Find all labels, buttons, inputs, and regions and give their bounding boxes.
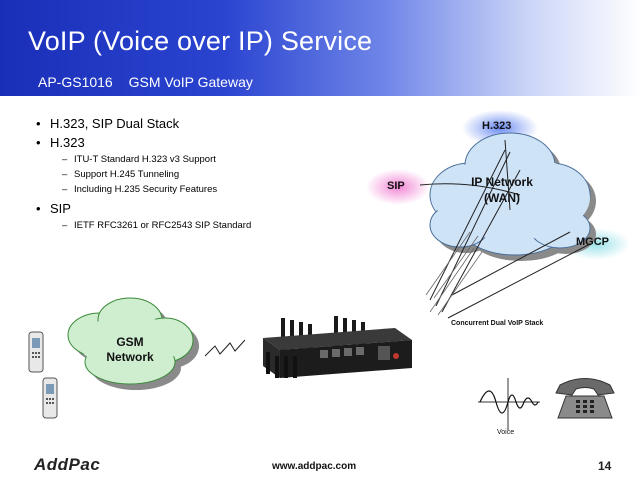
h323-label: H.323 bbox=[482, 120, 512, 132]
sub-bullet-item: –Support H.245 Tunneling bbox=[62, 169, 180, 180]
slide-subtitle: AP-GS1016 GSM VoIP Gateway bbox=[38, 74, 265, 90]
footer-url: www.addpac.com bbox=[272, 461, 357, 472]
ip-network-cloud bbox=[429, 132, 596, 261]
sip-glow bbox=[366, 169, 430, 205]
ip-network-label: IP Network (WAN) bbox=[471, 175, 533, 205]
page-number: 14 bbox=[598, 459, 612, 473]
model-name: AP-GS1016 bbox=[38, 74, 113, 90]
bullet-list: •H.323, SIP Dual Stack •H.323 –ITU-T Sta… bbox=[36, 116, 366, 235]
stack-tubes bbox=[425, 231, 483, 316]
product-name: GSM VoIP Gateway bbox=[128, 74, 253, 90]
mgcp-label: MGCP bbox=[576, 236, 609, 248]
gsm-network-cloud bbox=[67, 297, 199, 390]
gsm-network-label: GSM Network bbox=[106, 335, 154, 364]
gateway-device-icon bbox=[263, 316, 412, 378]
sub-bullet-item: –ITU-T Standard H.323 v3 Support bbox=[62, 154, 216, 165]
slide-header: VoIP (Voice over IP) Service AP-GS1016 G… bbox=[0, 0, 640, 96]
mobile-phone-icon bbox=[42, 377, 58, 419]
mobile-phone-icon bbox=[28, 331, 44, 373]
signaling-lines bbox=[419, 139, 591, 319]
bullet-item: •H.323 bbox=[36, 135, 85, 150]
addpac-logo: AddPac bbox=[34, 455, 101, 474]
bullet-item: •SIP bbox=[36, 201, 71, 216]
sub-bullet-item: –Including H.235 Security Features bbox=[62, 184, 218, 195]
voice-label: Voice bbox=[497, 429, 515, 436]
concurrent-stack-label: Concurrent Dual VoIP Stack bbox=[451, 320, 544, 327]
wireless-signal-icon bbox=[204, 339, 246, 357]
slide-title: VoIP (Voice over IP) Service bbox=[28, 26, 373, 56]
voice-waveform-icon bbox=[478, 378, 540, 430]
sip-label: SIP bbox=[387, 180, 405, 192]
bullet-item: •H.323, SIP Dual Stack bbox=[36, 116, 180, 131]
sub-bullet-item: –IETF RFC3261 or RFC2543 SIP Standard bbox=[62, 220, 252, 231]
telephone-icon bbox=[555, 378, 615, 419]
